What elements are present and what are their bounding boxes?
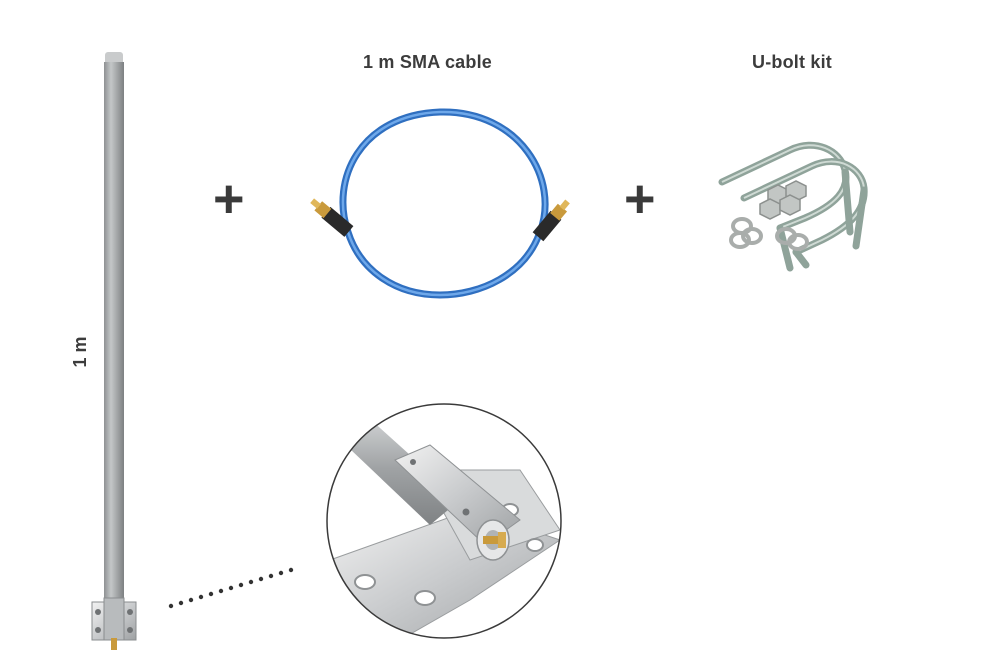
plus-icon: + — [213, 169, 245, 229]
plus-icon: + — [624, 169, 656, 229]
detail-pointer-dots — [168, 567, 294, 609]
u-bolt-kit-icon — [718, 141, 868, 272]
sma-cable-icon — [310, 108, 570, 299]
antenna-icon — [91, 52, 137, 650]
antenna-length-label: 1 m — [70, 336, 90, 368]
cable-caption: 1 m SMA cable — [363, 52, 492, 72]
ubolt-caption: U-bolt kit — [752, 52, 832, 72]
mount-detail-magnifier-icon — [326, 403, 562, 639]
